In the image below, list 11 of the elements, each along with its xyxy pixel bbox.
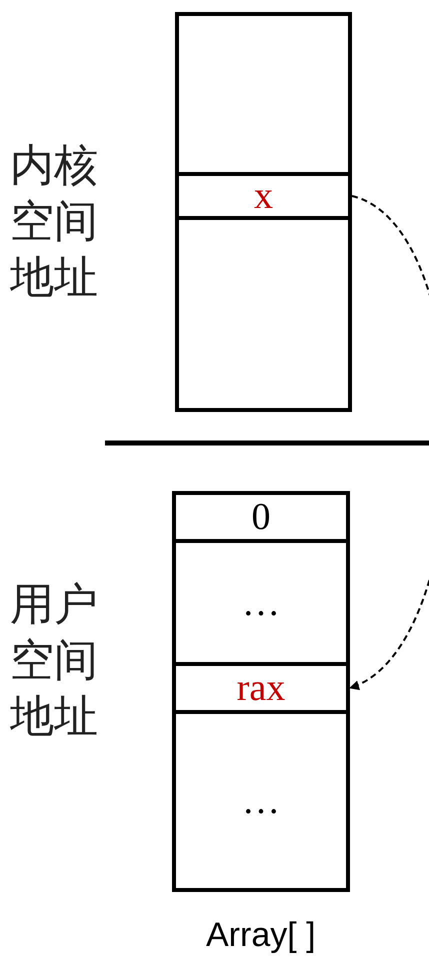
array-cell: …	[172, 710, 350, 892]
region-label: 内核空间地址	[10, 139, 99, 305]
column-box	[175, 12, 352, 412]
array-cell: rax	[172, 662, 350, 714]
array-cell: 0	[172, 491, 350, 543]
region-label: 用户空间地址	[10, 578, 99, 744]
array-caption: Array[ ]	[206, 916, 316, 955]
column-box	[172, 491, 350, 892]
dashed-arrow	[349, 195, 429, 689]
array-cell: x	[175, 172, 352, 220]
array-cell: …	[172, 539, 350, 666]
